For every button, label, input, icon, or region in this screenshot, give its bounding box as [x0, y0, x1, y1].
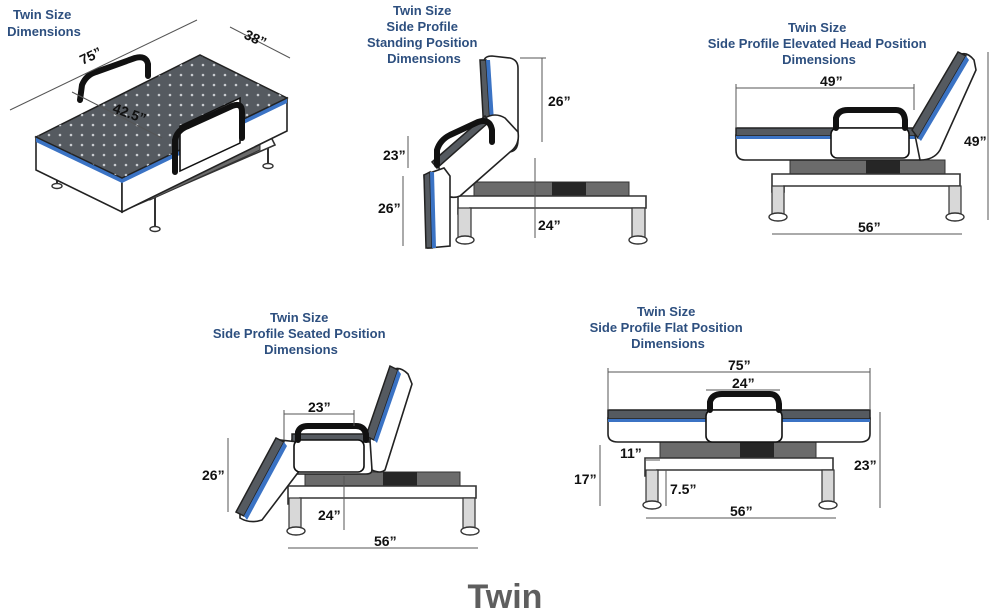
standing-height-label: 24” [538, 217, 561, 233]
iso-caption: Twin Size Dimensions [7, 7, 81, 39]
standing-view: Twin Size Side Profile Standing Position… [367, 3, 648, 249]
standing-caption: Twin Size Side Profile Standing Position… [367, 3, 481, 66]
seated-caption: Twin Size Side Profile Seated Position D… [213, 310, 389, 357]
flat-height-label: 23” [854, 457, 877, 473]
flat-overall-label: 75” [728, 357, 751, 373]
isometric-view: Twin Size Dimensions 75” 38” 42.5” [7, 7, 291, 233]
elevated-head-label: 49” [820, 73, 843, 89]
flat-caption: Twin Size Side Profile Flat Position Dim… [590, 304, 747, 351]
standing-back-label: 26” [548, 93, 571, 109]
flat-clearance-label: 7.5” [670, 481, 696, 497]
elevated-caption: Twin Size Side Profile Elevated Head Pos… [708, 20, 931, 67]
flat-handle-label: 24” [732, 375, 755, 391]
seated-base-label: 56” [374, 533, 397, 549]
seated-view: Twin Size Side Profile Seated Position D… [202, 310, 480, 549]
elevated-base-label: 56” [858, 219, 881, 235]
flat-base-label: 56” [730, 503, 753, 519]
footer-title: Twin [468, 578, 543, 614]
iso-right-handle [172, 101, 245, 175]
elevated-view: Twin Size Side Profile Elevated Head Pos… [708, 20, 989, 235]
flat-view: Twin Size Side Profile Flat Position Dim… [574, 304, 881, 519]
seated-top-label: 23” [308, 399, 331, 415]
flat-leg-label: 17” [574, 471, 597, 487]
standing-lower-label: 26” [378, 200, 401, 216]
flat-offset-label: 11” [620, 445, 642, 461]
elevated-height-label: 49” [964, 133, 987, 149]
iso-left-handle [77, 54, 151, 103]
iso-width-label: 38” [242, 26, 269, 50]
seated-left-label: 26” [202, 467, 225, 483]
seated-height-label: 24” [318, 507, 341, 523]
standing-upper-label: 23” [383, 147, 406, 163]
iso-length-label: 75” [77, 44, 104, 68]
